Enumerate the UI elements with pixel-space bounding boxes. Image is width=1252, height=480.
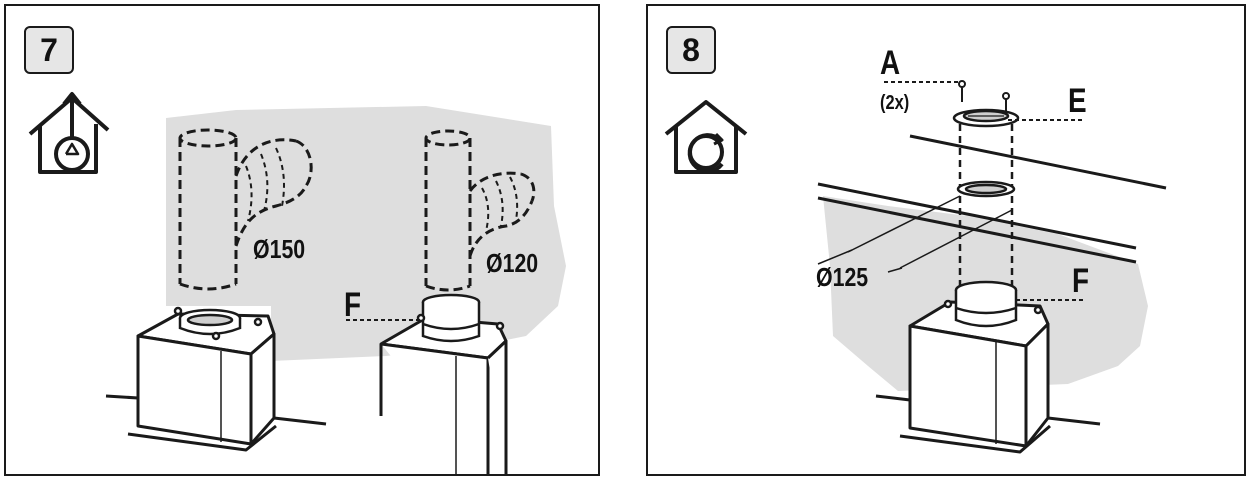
hose-ribs-150 — [245, 147, 285, 222]
screws-a — [958, 80, 1010, 112]
step-8-illustration — [664, 80, 1167, 454]
step-7-badge: 7 — [24, 26, 74, 74]
ceiling-ring — [956, 180, 1016, 198]
label-diameter-125: Ø125 — [816, 262, 869, 292]
duct-120 — [424, 129, 472, 292]
step-8-badge: 8 — [666, 26, 716, 74]
dimension-125 — [817, 195, 1013, 273]
vent-grille — [952, 108, 1020, 128]
ducted-exhaust-house-icon — [28, 92, 110, 174]
label-diameter-150: Ø150 — [253, 234, 306, 264]
recirculation-house-icon — [664, 100, 748, 174]
collar — [943, 280, 1043, 328]
label-part-a-qty: (2x) — [880, 92, 910, 114]
label-part-f-7: F — [344, 286, 362, 324]
duct-125 — [958, 124, 1014, 292]
step-8-panel: 8 A (2x) E F Ø125 — [646, 4, 1246, 476]
duct-150 — [178, 128, 238, 291]
step-7-panel: 7 Ø150 Ø120 F — [4, 4, 600, 476]
label-part-f-8: F — [1072, 262, 1090, 300]
flex-hose-150 — [234, 138, 313, 247]
label-part-a: A — [880, 44, 901, 82]
label-diameter-120: Ø120 — [486, 248, 539, 278]
ceiling-lines — [817, 134, 1167, 264]
step-7-illustration — [28, 92, 566, 474]
collar-left — [173, 306, 263, 341]
collar-right — [416, 293, 505, 343]
leader-lines — [884, 81, 1084, 301]
label-part-e: E — [1068, 82, 1087, 120]
flex-hose-120 — [468, 171, 536, 257]
hose-ribs-120 — [481, 176, 519, 232]
